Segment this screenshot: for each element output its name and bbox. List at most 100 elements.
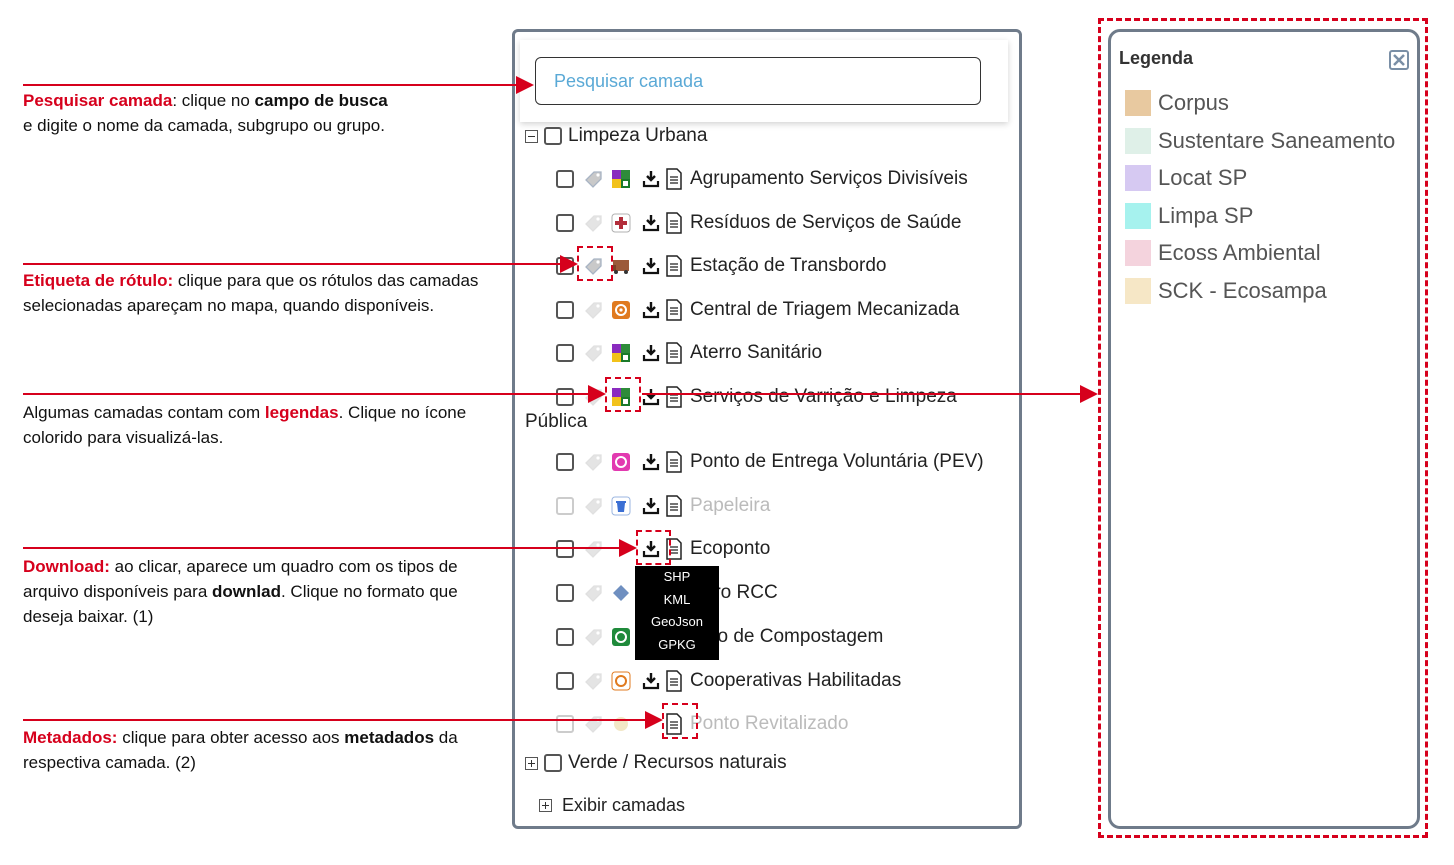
gear-orange-icon [610, 299, 632, 321]
arrow-download-head [619, 539, 637, 557]
annotation-download: Download: ao clicar, aparece um quadro c… [23, 557, 458, 626]
layer-checkbox[interactable] [556, 301, 574, 319]
highlight-label-tag [577, 246, 613, 281]
layer-checkbox[interactable] [556, 344, 574, 362]
download-icon[interactable] [640, 342, 662, 364]
layer-label-wrap: Pública [525, 411, 588, 432]
group-label: Limpeza Urbana [568, 125, 708, 146]
arrow-legends-head [588, 385, 606, 403]
legend-multicolor-icon[interactable] [610, 386, 632, 408]
legend-swatch [1125, 203, 1151, 229]
layer-row[interactable]: tio de Compostagem [556, 623, 883, 651]
download-icon[interactable] [640, 386, 662, 408]
group-checkbox[interactable] [544, 127, 562, 145]
layer-row[interactable]: Ponto Revitalizado [556, 710, 848, 738]
legend-multicolor-icon[interactable] [610, 342, 632, 364]
label-tag-icon[interactable] [582, 211, 606, 235]
layer-label: Resíduos de Serviços de Saúde [690, 212, 962, 233]
layer-label: Central de Triagem Mecanizada [690, 299, 960, 320]
annotation-legends: Algumas camadas contam com legendas. Cli… [23, 403, 467, 447]
download-option-geojson[interactable]: GeoJson [650, 614, 704, 629]
legend-swatch [1125, 90, 1151, 116]
legend-label: Locat SP [1158, 165, 1248, 190]
layer-checkbox[interactable] [556, 388, 574, 406]
layer-row[interactable]: Resíduos de Serviços de Saúde [556, 209, 961, 237]
metadata-icon[interactable] [664, 255, 684, 277]
metadata-icon[interactable] [664, 713, 684, 735]
label-tag-icon[interactable] [582, 341, 606, 365]
layer-checkbox[interactable] [556, 497, 574, 515]
layer-label: Ecoponto [690, 538, 771, 559]
close-icon[interactable] [1389, 50, 1409, 70]
metadata-icon[interactable] [664, 168, 684, 190]
label-tag-icon[interactable] [582, 625, 606, 649]
legend-multicolor-icon[interactable] [610, 168, 632, 190]
download-option-kml[interactable]: KML [663, 591, 691, 607]
layer-row[interactable]: Cooperativas Habilitadas [556, 667, 901, 695]
legend-item: Sustentare Saneamento [1125, 127, 1395, 155]
layer-row[interactable]: Aterro Sanitário [556, 339, 822, 367]
layer-label: Ponto Revitalizado [690, 713, 849, 734]
layer-label: Serviços de Varrição e Limpeza [690, 386, 957, 407]
legend-label: Limpa SP [1158, 203, 1254, 228]
metadata-icon[interactable] [664, 451, 684, 473]
layer-row[interactable]: Central de Triagem Mecanizada [556, 296, 959, 324]
metadata-icon[interactable] [664, 670, 684, 692]
download-icon[interactable] [640, 299, 662, 321]
annotation-metadata: Metadados: clique para obter acesso aos … [23, 728, 458, 772]
download-format-menu: SHP KML GeoJson GPKG [635, 566, 719, 660]
group-limpeza-urbana[interactable]: Limpeza Urbana [525, 122, 707, 150]
metadata-icon[interactable] [664, 342, 684, 364]
layer-checkbox[interactable] [556, 628, 574, 646]
layer-label: Cooperativas Habilitadas [690, 670, 902, 691]
layer-checkbox[interactable] [556, 453, 574, 471]
label-tag-icon[interactable] [582, 494, 606, 518]
layer-checkbox[interactable] [556, 584, 574, 602]
search-input[interactable] [535, 57, 981, 105]
metadata-icon[interactable] [664, 212, 684, 234]
layer-checkbox[interactable] [556, 214, 574, 232]
show-layers-toggle[interactable]: Exibir camadas [539, 791, 685, 819]
expand-icon[interactable] [525, 756, 538, 770]
legend-swatch [1125, 240, 1151, 266]
layer-row[interactable]: Agrupamento Serviços Divisíveis [556, 165, 968, 193]
label-tag-icon[interactable] [582, 537, 606, 561]
download-icon[interactable] [640, 670, 662, 692]
metadata-icon[interactable] [664, 386, 684, 408]
download-icon[interactable] [640, 168, 662, 190]
group-verde-recursos[interactable]: Verde / Recursos naturais [525, 749, 787, 777]
download-icon[interactable] [640, 212, 662, 234]
layer-checkbox[interactable] [556, 672, 574, 690]
label-tag-icon[interactable] [582, 167, 606, 191]
group-checkbox[interactable] [544, 754, 562, 772]
layer-checkbox[interactable] [556, 170, 574, 188]
arrow-search [23, 84, 518, 86]
legend-item: Locat SP [1125, 164, 1247, 192]
download-option-shp[interactable]: SHP [663, 569, 691, 584]
download-icon[interactable] [640, 451, 662, 473]
download-icon[interactable] [640, 495, 662, 517]
layer-checkbox[interactable] [556, 715, 574, 733]
metadata-icon[interactable] [664, 495, 684, 517]
collapse-icon[interactable] [525, 129, 538, 143]
expand-icon[interactable] [539, 798, 552, 812]
label-tag-icon[interactable] [582, 450, 606, 474]
layer-row[interactable]: Ponto de Entrega Voluntária (PEV) [556, 448, 984, 476]
download-icon[interactable] [640, 255, 662, 277]
legend-label: SCK - Ecosampa [1158, 278, 1327, 303]
legend-swatch [1125, 278, 1151, 304]
label-tag-icon[interactable] [582, 669, 606, 693]
annotation-label-tag: Etiqueta de rótulo: clique para que os r… [23, 271, 479, 315]
label-tag-icon[interactable] [582, 298, 606, 322]
layer-checkbox[interactable] [556, 540, 574, 558]
download-icon[interactable] [640, 538, 662, 560]
arrow-to-legend [642, 393, 1082, 395]
label-tag-icon[interactable] [582, 581, 606, 605]
highlight-legend-panel [1098, 18, 1428, 838]
label-tag-icon[interactable] [582, 254, 606, 278]
download-option-gpkg[interactable]: GPKG [658, 636, 696, 652]
label-tag-icon[interactable] [582, 712, 606, 736]
layer-row[interactable]: Papeleira [556, 492, 770, 520]
legend-label: Sustentare Saneamento [1158, 128, 1396, 153]
metadata-icon[interactable] [664, 299, 684, 321]
